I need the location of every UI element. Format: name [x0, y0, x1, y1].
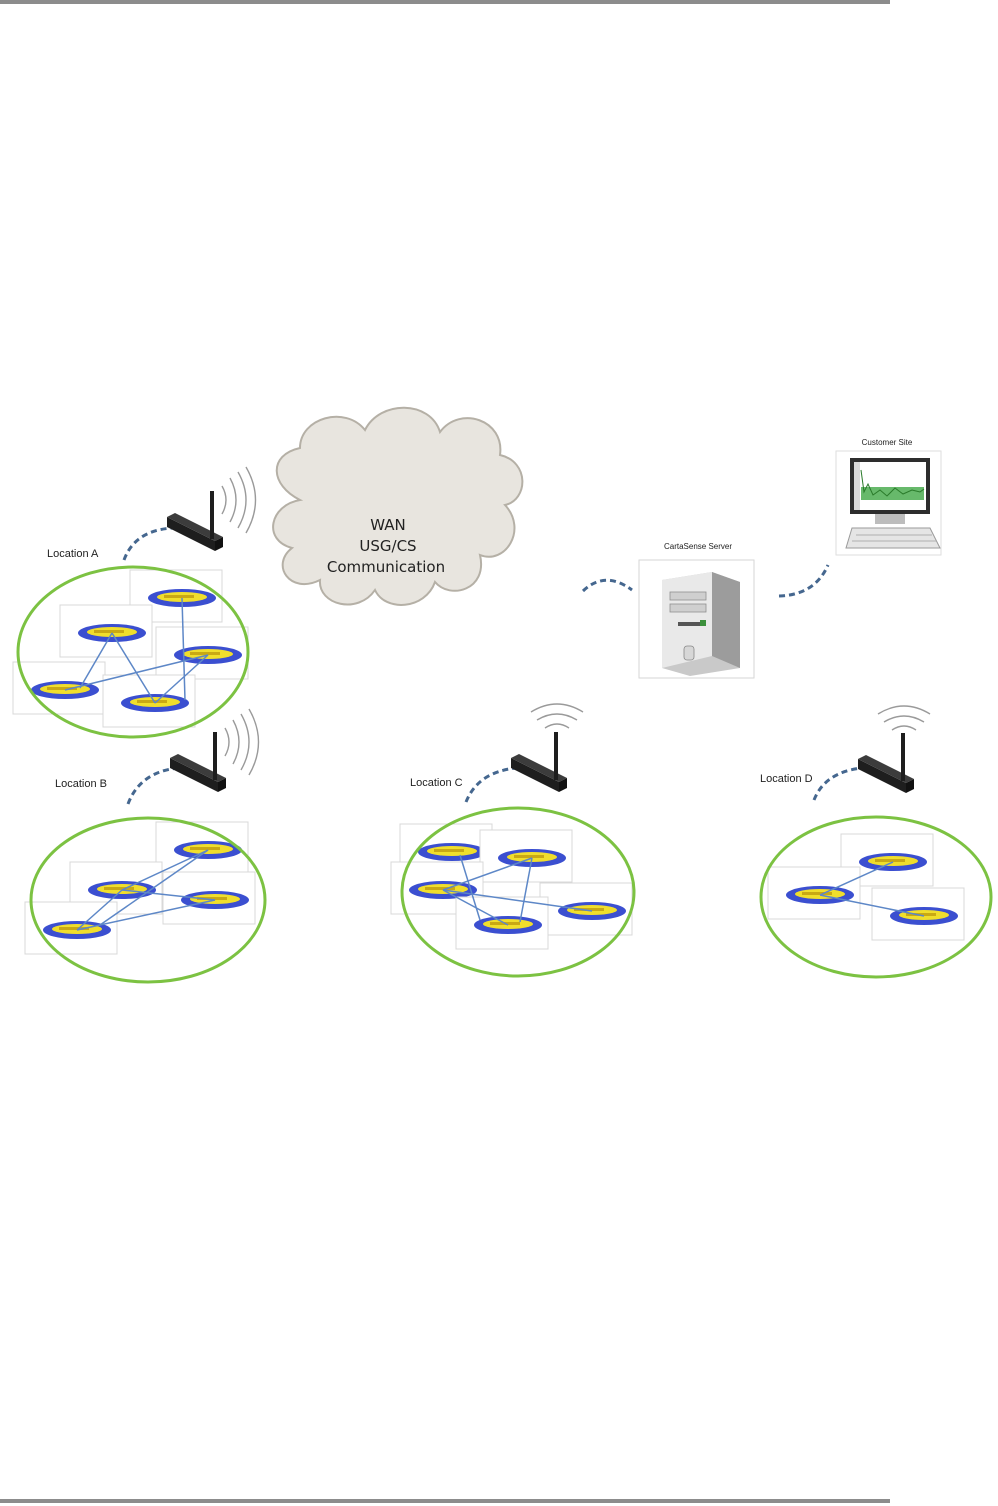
sensor-node [156, 822, 248, 874]
sensor-node [768, 867, 860, 919]
location-c: Location C [391, 704, 634, 976]
wan-to-server-link [583, 580, 632, 591]
server-label: CartaSense Server [664, 542, 732, 551]
location-b: Location B [25, 709, 265, 982]
sensor-node [156, 627, 248, 679]
cloud-line-wan: WAN [370, 516, 406, 534]
sensor-mesh-d [768, 834, 964, 940]
customer-label: Customer Site [862, 438, 913, 447]
sensor-node [872, 888, 964, 940]
sensor-node [480, 830, 572, 882]
location-c-uplink [466, 768, 516, 802]
cloud-line-usg-cs: USG/CS [359, 537, 416, 555]
radio-waves-a [222, 467, 256, 533]
gateway-b [170, 732, 226, 792]
cloud-line-communication: Communication [327, 558, 445, 576]
gateway-c [511, 732, 567, 792]
server-to-customer-link [779, 565, 828, 596]
location-d-uplink [814, 768, 862, 800]
gateway-d [858, 733, 914, 793]
location-d: Location D [760, 706, 991, 977]
cartasense-server: CartaSense Server [639, 542, 754, 678]
radio-waves-d [878, 706, 930, 730]
sensor-node [540, 883, 632, 935]
gateway-a [167, 491, 223, 551]
sensor-node [163, 872, 255, 924]
location-a-label: Location A [47, 548, 99, 560]
location-b-uplink [128, 768, 178, 804]
location-b-label: Location B [55, 778, 107, 790]
location-d-label: Location D [760, 773, 813, 785]
radio-waves-b [225, 709, 259, 775]
location-c-label: Location C [410, 777, 463, 789]
location-a-uplink [124, 528, 173, 560]
sensor-mesh-b [25, 822, 255, 954]
sensor-node [103, 675, 195, 727]
wan-cloud: WAN USG/CS Communication [273, 408, 522, 605]
location-a: Location A [13, 467, 256, 737]
customer-site: Customer Site [836, 438, 941, 555]
radio-waves-c [531, 704, 583, 728]
sensor-node [60, 605, 152, 657]
sensor-mesh-c [391, 824, 632, 949]
